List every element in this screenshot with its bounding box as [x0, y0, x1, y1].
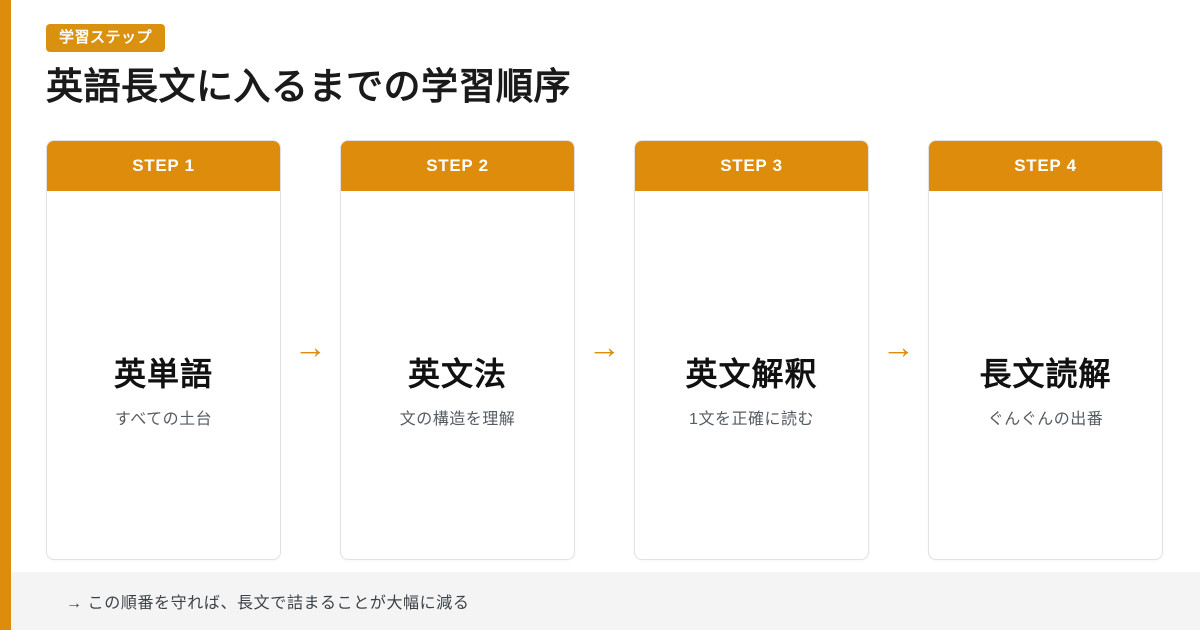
arrow-right-icon: → [588, 327, 621, 365]
step-body-2: 英文法 文の構造を理解 [341, 191, 574, 559]
header: 学習ステップ 英語長文に入るまでの学習順序 [46, 24, 1166, 109]
arrow-connector-2: → [575, 140, 634, 560]
arrow-right-icon: → [294, 327, 327, 365]
step-title-4: 長文読解 [979, 355, 1112, 392]
step-card-2: STEP 2 英文法 文の構造を理解 [340, 140, 575, 560]
step-subtitle-3: 1文を正確に読む [689, 411, 814, 429]
arrow-connector-1: → [281, 140, 340, 560]
arrow-right-icon: → [882, 327, 915, 365]
steps-row: STEP 1 英単語 すべての土台 → STEP 2 英文法 文の構造を理解 →… [46, 140, 1163, 560]
step-subtitle-4: ぐんぐんの出番 [987, 411, 1104, 429]
footer-band: → この順番を守れば、長文で詰まることが大幅に減る [11, 572, 1200, 630]
page-title: 英語長文に入るまでの学習順序 [46, 66, 571, 107]
step-header-4: STEP 4 [929, 141, 1162, 191]
arrow-connector-3: → [869, 140, 928, 560]
step-title-1: 英単語 [113, 355, 213, 392]
step-body-3: 英文解釈 1文を正確に読む [635, 191, 868, 559]
step-body-4: 長文読解 ぐんぐんの出番 [929, 191, 1162, 559]
step-card-1: STEP 1 英単語 すべての土台 [46, 140, 281, 560]
step-card-4: STEP 4 長文読解 ぐんぐんの出番 [928, 140, 1163, 560]
step-header-2: STEP 2 [341, 141, 574, 191]
step-header-1: STEP 1 [47, 141, 280, 191]
step-body-1: 英単語 すべての土台 [47, 191, 280, 559]
step-header-3: STEP 3 [635, 141, 868, 191]
footer-note: → この順番を守れば、長文で詰まることが大幅に減る [66, 595, 470, 612]
step-subtitle-1: すべての土台 [114, 411, 213, 429]
step-title-2: 英文法 [407, 355, 507, 392]
step-card-3: STEP 3 英文解釈 1文を正確に読む [634, 140, 869, 560]
step-subtitle-2: 文の構造を理解 [399, 411, 516, 429]
left-accent-bar [0, 0, 11, 630]
step-title-3: 英文解釈 [685, 355, 818, 392]
category-badge: 学習ステップ [46, 24, 166, 52]
